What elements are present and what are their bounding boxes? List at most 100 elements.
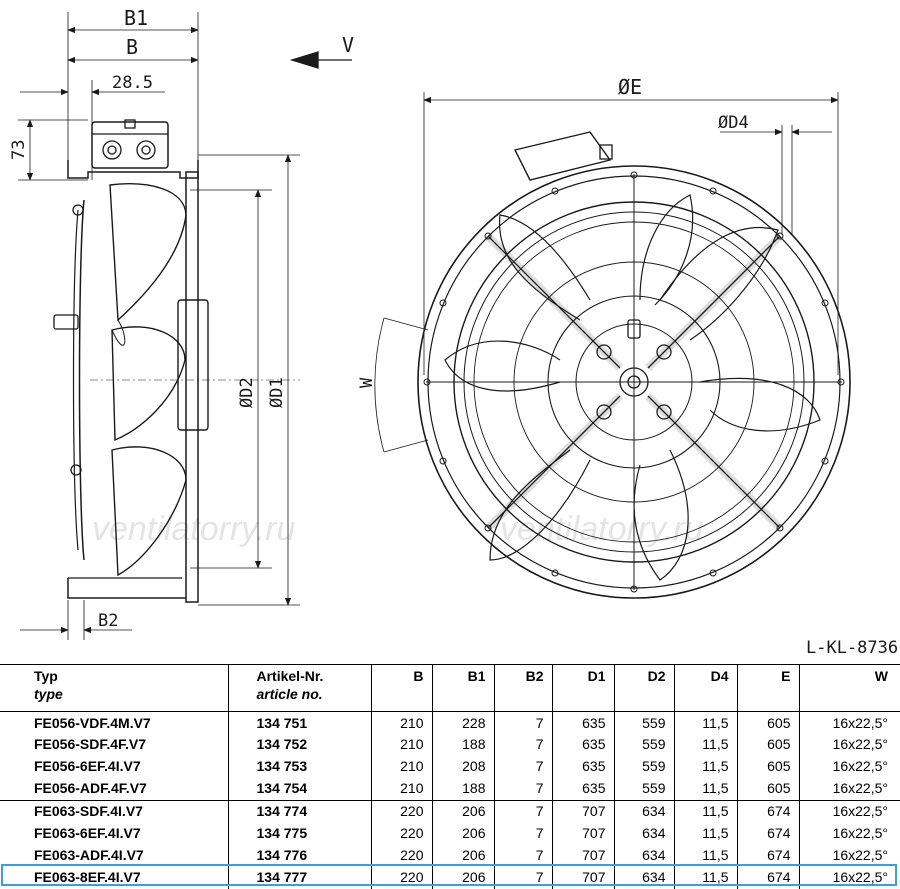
cell-b2: 7 <box>493 799 552 823</box>
cell-d2: 634 <box>613 844 674 867</box>
cell-w: 16x22,5° <box>798 755 900 778</box>
cell-d2: 634 <box>613 822 674 845</box>
cell-e: 674 <box>736 866 799 889</box>
dim-w-label: W <box>357 377 377 388</box>
cell-d1: 635 <box>551 755 614 778</box>
cell-b2: 7 <box>493 822 552 845</box>
header-b: B <box>370 664 432 712</box>
dim-b2-label: B2 <box>98 611 118 631</box>
cell-b1: 206 <box>431 799 494 823</box>
cell-article: 134 752 <box>227 734 371 756</box>
cell-d2: 559 <box>613 734 674 756</box>
cell-d4: 11,5 <box>673 734 737 756</box>
cell-type: FE063-ADF.4I.V7 <box>34 847 144 864</box>
cell-e: 605 <box>736 711 799 734</box>
cell-d1: 707 <box>551 799 614 823</box>
cell-w: 16x22,5° <box>798 777 900 801</box>
cell-d1: 707 <box>551 822 614 845</box>
cell-w: 16x22,5° <box>798 734 900 756</box>
cell-d1: 635 <box>551 777 614 801</box>
cell-d1: 707 <box>551 866 614 889</box>
table-header-row: Typ type Artikel-Nr. article no. B B1 B2… <box>0 664 900 712</box>
cell-d1: 635 <box>551 734 614 756</box>
cell-b2: 7 <box>493 777 552 801</box>
cell-e: 605 <box>736 755 799 778</box>
cell-b: 210 <box>370 711 432 734</box>
cell-b: 220 <box>370 844 432 867</box>
drawing-ref-code: L-KL-8736 <box>806 638 898 658</box>
cell-d4: 11,5 <box>673 711 737 734</box>
cell-d4: 11,5 <box>673 777 737 801</box>
cell-w: 16x22,5° <box>798 866 900 889</box>
cell-b: 210 <box>370 734 432 756</box>
dim-b1-label: B1 <box>124 6 148 30</box>
cell-d4: 11,5 <box>673 844 737 867</box>
cell-article: 134 777 <box>227 866 371 889</box>
cell-b1: 228 <box>431 711 494 734</box>
cell-w: 16x22,5° <box>798 844 900 867</box>
header-d4: D4 <box>673 664 737 712</box>
cell-w: 16x22,5° <box>798 799 900 823</box>
dim-offset-label: 28.5 <box>112 73 153 93</box>
dim-d2-label: ØD2 <box>237 377 257 408</box>
cell-article: 134 776 <box>227 844 371 867</box>
technical-drawing: ventilatorry.ru ventilatorry.ru <box>9 6 898 658</box>
cell-b2: 7 <box>493 734 552 756</box>
cell-b1: 206 <box>431 844 494 867</box>
cell-type: FE056-ADF.4F.V7 <box>34 780 147 797</box>
header-b1: B1 <box>431 664 494 712</box>
header-d1: D1 <box>551 664 614 712</box>
cell-b1: 208 <box>431 755 494 778</box>
cell-d1: 635 <box>551 711 614 734</box>
cell-b: 220 <box>370 799 432 823</box>
cell-b: 220 <box>370 822 432 845</box>
dim-b-label: B <box>126 35 138 59</box>
side-view <box>18 12 300 640</box>
dim-d4-label: ØD4 <box>718 113 749 133</box>
cell-e: 605 <box>736 734 799 756</box>
cell-d4: 11,5 <box>673 755 737 778</box>
view-arrow-label: V <box>342 33 354 57</box>
dim-d1-label: ØD1 <box>267 377 287 408</box>
cell-b: 210 <box>370 755 432 778</box>
cell-article: 134 774 <box>227 799 371 823</box>
cell-d2: 559 <box>613 777 674 801</box>
header-type: Typ type <box>0 664 228 712</box>
cell-d1: 707 <box>551 844 614 867</box>
cell-e: 674 <box>736 799 799 823</box>
cell-e: 674 <box>736 844 799 867</box>
watermark-left: ventilatorry.ru <box>92 510 296 548</box>
cell-article: 134 754 <box>227 777 371 801</box>
cell-d2: 634 <box>613 866 674 889</box>
cell-b1: 206 <box>431 866 494 889</box>
header-w: W <box>798 664 900 712</box>
header-e: E <box>736 664 799 712</box>
cell-type: FE063-SDF.4I.V7 <box>0 799 228 823</box>
cell-d2: 559 <box>613 755 674 778</box>
front-view <box>289 51 851 599</box>
cell-b1: 206 <box>431 822 494 845</box>
header-b2: B2 <box>493 664 552 712</box>
header-article: Artikel-Nr. article no. <box>227 664 371 712</box>
cell-w: 16x22,5° <box>798 822 900 845</box>
cell-d4: 11,5 <box>673 866 737 889</box>
cell-b2: 7 <box>493 844 552 867</box>
cell-type: FE056-6EF.4I.V7 <box>34 758 141 775</box>
cell-article: 134 753 <box>227 755 371 778</box>
cell-type: FE063-6EF.4I.V7 <box>34 825 141 842</box>
cell-article: 134 751 <box>227 711 371 734</box>
cell-d4: 11,5 <box>673 822 737 845</box>
cell-b1: 188 <box>431 777 494 801</box>
cell-w: 16x22,5° <box>798 711 900 734</box>
cell-article: 134 775 <box>227 822 371 845</box>
cell-b2: 7 <box>493 711 552 734</box>
cell-b1: 188 <box>431 734 494 756</box>
